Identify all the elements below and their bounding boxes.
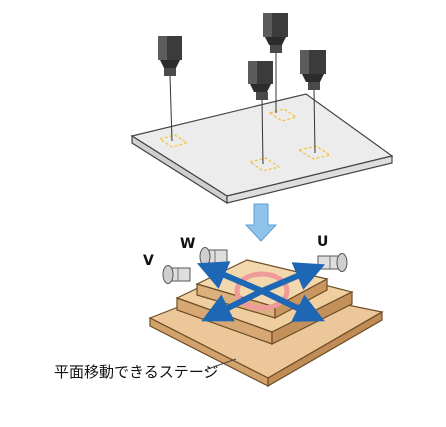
axis-label-w: W — [180, 236, 196, 252]
fov-marker — [297, 145, 332, 160]
rotation-ring-icon — [234, 271, 290, 311]
caption-leader — [204, 358, 237, 371]
actuator-v — [162, 265, 191, 284]
workpiece-plate — [130, 93, 394, 205]
camera-icon — [158, 36, 182, 142]
axis-label-u: U — [317, 234, 329, 250]
down-arrow-icon — [244, 203, 278, 242]
move-arrows-icon — [196, 261, 326, 322]
stage-caption: 平面移動できるステージ — [54, 363, 219, 381]
axis-label-v: V — [143, 253, 154, 269]
fov-markers — [158, 108, 332, 172]
camera-icon — [300, 50, 326, 154]
fov-marker — [158, 134, 189, 148]
actuator-w — [199, 247, 228, 266]
camera-icon — [263, 13, 288, 113]
camera-icon — [248, 61, 273, 165]
actuator-u — [317, 253, 348, 272]
fov-marker — [248, 157, 281, 172]
